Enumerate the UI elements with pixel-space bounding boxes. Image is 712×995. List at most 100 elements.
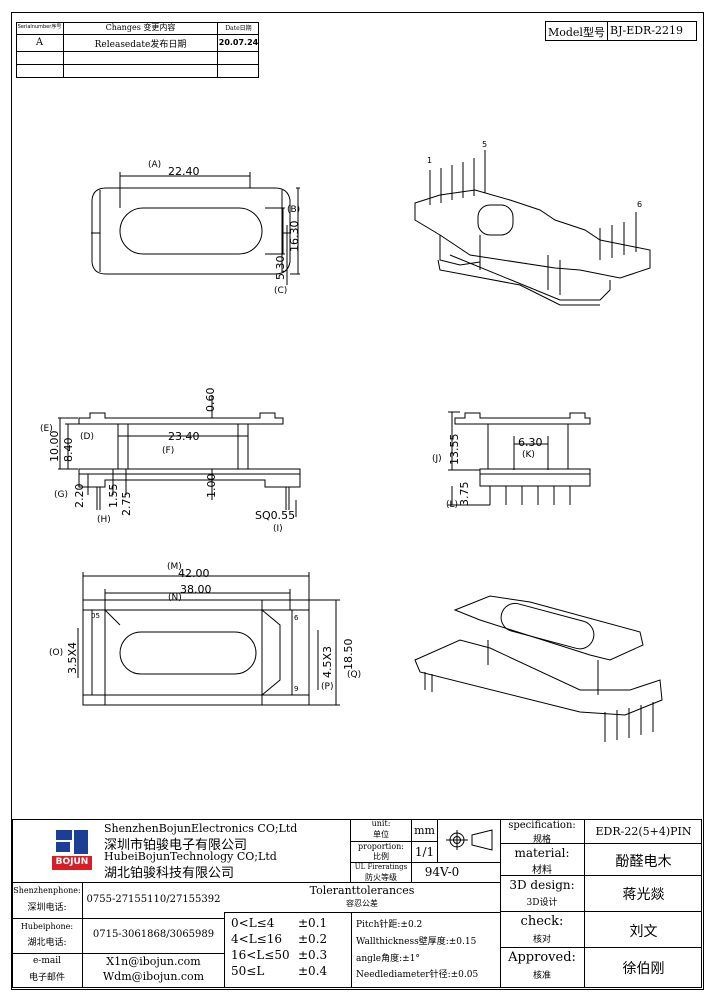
design-label-cn: 3D设计 — [526, 898, 558, 908]
iso-view-bottom — [414, 595, 663, 742]
dim-o-label: (O) — [49, 648, 64, 658]
tolerance-value-3: ±0.3 — [298, 948, 328, 962]
dim-f-label: (F) — [162, 446, 175, 456]
tolerance-value-4: ±0.4 — [298, 964, 328, 978]
unit-label: unit: — [371, 819, 391, 828]
company-name-en-2: HubeiBojunTechnology CO;Ltd — [104, 850, 277, 863]
fire-value: 94V-0 — [424, 865, 460, 879]
company-name-cn-2: 湖北铂骏科技有限公司 — [104, 866, 235, 881]
dim-j-label: (J) — [432, 454, 442, 464]
top-view-outline — [91, 187, 291, 275]
contact-email-value-2[interactable]: Wdm@ibojun.com — [102, 970, 205, 983]
company-name-cn-1: 深圳市铂骏电子有限公司 — [104, 838, 248, 853]
dim-i-label: (I) — [273, 524, 283, 534]
contact-email-label-cn: 电子邮件 — [28, 973, 65, 983]
unit-label-cn: 单位 — [373, 830, 389, 839]
dim-d-label: (D) — [80, 432, 94, 442]
model-value: BJ-EDR-2219 — [610, 24, 684, 37]
tolerance-value-2: ±0.2 — [298, 932, 328, 946]
end-view-outline — [454, 412, 591, 505]
revision-row-date: 20.07.24 — [218, 38, 259, 47]
dim-c-label: (C) — [274, 286, 288, 296]
pin-label-6: 6 — [637, 200, 643, 209]
design-label: 3D design: — [509, 878, 575, 892]
bottom-view-outline — [82, 599, 310, 706]
drawing-frame — [11, 12, 704, 990]
revision-table-grid — [16, 22, 259, 78]
design-value: 蒋光燚 — [622, 887, 665, 903]
tolerance-note-2: Wallthickness壁厚度:±0.15 — [356, 937, 477, 947]
company-name-en-1: ShenzhenBojunElectronics CO;Ltd — [104, 822, 298, 835]
company-logo-text: BOJUN — [55, 857, 89, 867]
tolerance-value-1: ±0.1 — [298, 916, 328, 930]
revision-row-changes: Releasedate发布日期 — [94, 40, 187, 50]
dim-k-value: 6.30 — [518, 436, 543, 449]
spec-label: specification: — [508, 820, 576, 831]
material-value: 酚醛电木 — [615, 854, 672, 870]
dim-p-label: (P) — [321, 682, 334, 692]
spec-label-cn: 规格 — [532, 835, 551, 845]
approved-label: Approved: — [508, 950, 576, 965]
dim-a-value: 22.40 — [168, 165, 200, 178]
pin-label-6b: 6 — [294, 614, 299, 622]
tolerance-note-4: Needlediameter针径:±0.05 — [356, 970, 479, 980]
proportion-label-cn: 比例 — [373, 852, 389, 861]
contact-hb-label-cn: 湖北电话: — [27, 938, 67, 948]
material-label-cn: 材料 — [532, 865, 552, 876]
pin-label-5: 5 — [482, 140, 488, 149]
approved-value: 徐伯刚 — [622, 961, 665, 977]
contact-email-label: e-mail — [32, 956, 62, 966]
check-value: 刘文 — [629, 924, 658, 940]
tolerance-range-1: 0<L≤4 — [231, 916, 275, 930]
projection-symbol — [446, 829, 493, 851]
dim-n-label: (N) — [168, 593, 182, 603]
dim-g-label: (G) — [54, 490, 68, 500]
material-label: material: — [514, 846, 570, 860]
dim-m-label: (M) — [167, 562, 182, 572]
contact-sz-label-cn: 深圳电话: — [27, 903, 67, 913]
revision-table: Serialnumber序号 Changes 变更内容 Date日期 A Rel… — [16, 22, 259, 78]
contact-sz-value: 0755-27155110/27155392 — [86, 894, 221, 905]
check-label: check: — [520, 914, 564, 929]
iso-view-top — [414, 150, 651, 306]
dim-m-value: 42.00 — [178, 567, 210, 580]
revision-header-serial: Serialnumber序号 — [17, 24, 62, 30]
approved-label-cn: 核准 — [532, 971, 551, 981]
model-label: Model型号 — [548, 26, 605, 39]
dim-a-label: (A) — [148, 160, 162, 170]
dim-i-value: SQ0.55 — [255, 509, 296, 522]
pin-label-1: 1 — [427, 156, 433, 165]
check-label-cn: 核对 — [532, 935, 551, 945]
fire-label: UL Fireratings — [354, 863, 408, 871]
revision-row-serial: A — [35, 37, 44, 48]
dim-e-label: (E) — [40, 424, 53, 434]
contact-hb-value: 0715-3061868/3065989 — [92, 929, 215, 940]
dim-n-value: 38.00 — [180, 583, 212, 596]
tolerance-note-3: angle角度:±1° — [356, 954, 420, 964]
revision-header-changes: Changes 变更内容 — [105, 23, 176, 32]
dim-q-label: (Q) — [347, 670, 362, 680]
contact-sz-label: Shenzhenphone: — [13, 886, 81, 895]
pin-label-9: 9 — [294, 685, 299, 693]
tolerance-title-cn: 容忍公差 — [346, 899, 378, 908]
proportion-value: 1/1 — [414, 845, 435, 859]
contact-email-value-1[interactable]: X1n@ibojun.com — [106, 955, 201, 968]
unit-value: mm — [414, 824, 435, 837]
fire-label-cn: 防火等级 — [365, 873, 397, 882]
dim-f-value: 23.40 — [168, 430, 200, 443]
tolerance-title: Toleranttolerances — [309, 884, 415, 897]
pin-label-05: 05 — [91, 612, 100, 620]
tolerance-note-1: Pitch针距:±0.2 — [356, 920, 423, 930]
tolerance-range-2: 4<L≤16 — [231, 932, 282, 946]
company-logo: BOJUN — [52, 828, 92, 874]
contact-hb-label: Hubeiphone: — [20, 922, 74, 931]
spec-value: EDR-22(5+4)PIN — [595, 825, 692, 838]
dim-h-label: (H) — [97, 515, 111, 525]
tolerance-range-4: 50≤L — [231, 964, 265, 978]
dim-k-label: (K) — [522, 450, 535, 460]
dim-l-label: (L) — [446, 500, 459, 510]
model-box: Model型号 BJ-EDR-2219 — [545, 21, 697, 41]
revision-header-date: Date日期 — [225, 25, 252, 32]
